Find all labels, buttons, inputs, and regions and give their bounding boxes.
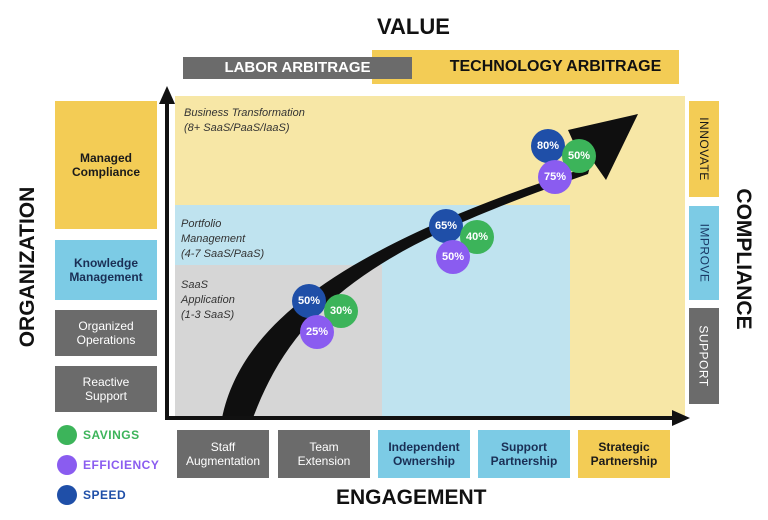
labor-arbitrage-band: LABOR ARBITRAGE <box>183 57 412 79</box>
staff-augmentation-box: Staff Augmentation <box>177 430 269 478</box>
speed-legend-label: SPEED <box>83 488 127 502</box>
strategic-partnership-box: Strategic Partnership <box>578 430 670 478</box>
knowledge-management-box: Knowledge Management <box>55 240 157 300</box>
engagement-header: ENGAGEMENT <box>336 486 487 509</box>
managed-compliance-box: Managed Compliance <box>55 101 157 229</box>
efficiency-legend-dot <box>57 455 77 475</box>
savings-legend-dot <box>57 425 77 445</box>
speed-bubble-3: 80% <box>531 129 565 163</box>
efficiency-bubble-2: 50% <box>436 240 470 274</box>
y-axis-arrowhead <box>159 86 175 104</box>
improve-box: IMPROVE <box>689 206 719 300</box>
efficiency-legend-label: EFFICIENCY <box>83 458 160 472</box>
speed-bubble-1: 50% <box>292 284 326 318</box>
value-header: VALUE <box>377 14 450 39</box>
portfolio-management-label: Portfolio Management (4-7 SaaS/PaaS) <box>181 218 265 260</box>
growth-arrow-shape <box>222 114 638 418</box>
technology-arbitrage-band: TECHNOLOGY ARBITRAGE <box>372 50 679 84</box>
efficiency-bubble-3: 75% <box>538 160 572 194</box>
independent-ownership-box: Independent Ownership <box>378 430 470 478</box>
reactive-support-box: Reactive Support <box>55 366 157 412</box>
savings-legend-label: SAVINGS <box>83 428 140 442</box>
support-box: SUPPORT <box>689 308 719 404</box>
business-transformation-label: Business Transformation (8+ SaaS/PaaS/Ia… <box>184 107 305 134</box>
support-partnership-box: Support Partnership <box>478 430 570 478</box>
speed-bubble-2: 65% <box>429 209 463 243</box>
speed-legend-dot <box>57 485 77 505</box>
innovate-box: INNOVATE <box>689 101 719 197</box>
efficiency-bubble-1: 25% <box>300 315 334 349</box>
team-extension-box: Team Extension <box>278 430 370 478</box>
organized-operations-box: Organized Operations <box>55 310 157 356</box>
x-axis-arrowhead <box>672 410 690 426</box>
saas-application-label: SaaS Application (1-3 SaaS) <box>181 279 235 321</box>
